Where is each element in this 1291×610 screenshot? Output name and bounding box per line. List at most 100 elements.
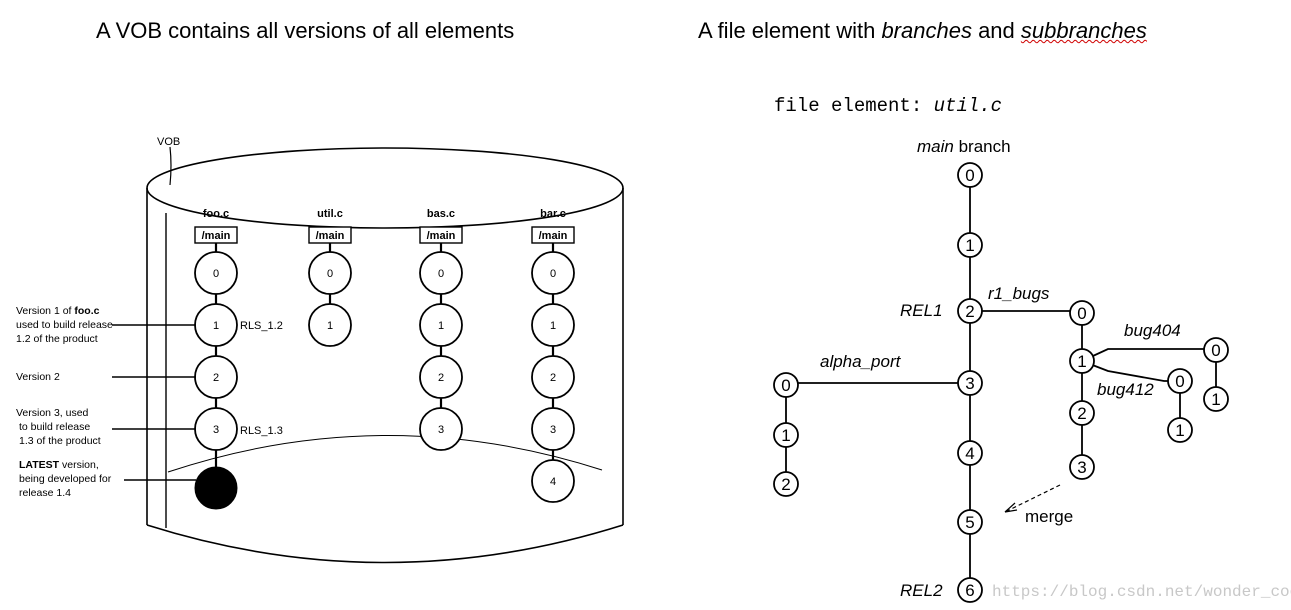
version-number: 2 (550, 372, 556, 384)
tree-node-number: 0 (781, 376, 790, 395)
tree-node-number: 3 (1077, 458, 1086, 477)
watermark-text: https://blog.csdn.net/wonder_coole (992, 583, 1291, 601)
vob-latest-arc (167, 435, 603, 473)
branch-label: /main (539, 230, 568, 242)
bug412-node-1: 1 (1167, 417, 1193, 443)
main-node-3: 3 (957, 370, 983, 396)
version-node (531, 407, 575, 451)
rls-13-label: RLS_1.3 (240, 425, 283, 437)
version-number: 1 (327, 320, 333, 332)
version-number: 1 (213, 320, 219, 332)
version-number: 2 (438, 372, 444, 384)
right-heading-subbranches: subbranches (1020, 18, 1147, 43)
version-number: 3 (213, 424, 219, 436)
version-number: 3 (438, 424, 444, 436)
alpha-port-label: alpha_port (820, 352, 902, 371)
note-v1-line2: used to build release (16, 319, 113, 331)
tree-node-number: 2 (965, 302, 974, 321)
element-column-util-c: util.c/main 0 1 (308, 208, 352, 347)
main-node-1: 1 (957, 232, 983, 258)
note-latest-line3: release 1.4 (19, 487, 71, 499)
r1-bugs-node-2: 2 (1069, 400, 1095, 426)
right-heading-part1: A file element with (698, 18, 882, 43)
rls-12-label: RLS_1.2 (240, 320, 283, 332)
note-latest-line2: being developed for (19, 473, 112, 485)
main-node-0: 0 (957, 162, 983, 188)
main-node-2: 2 (957, 298, 983, 324)
tree-node-number: 1 (1211, 390, 1220, 409)
note-v3-line2: to build release (19, 421, 90, 433)
note-v2: Version 2 (16, 371, 60, 383)
element-name: bar.c (540, 208, 566, 220)
version-node (194, 251, 238, 295)
rel2-label: REL2 (900, 581, 943, 600)
version-node (419, 355, 463, 399)
version-node (531, 459, 575, 503)
vob-pointer-line (169, 146, 172, 186)
note-v3-line1: Version 3, used (16, 407, 89, 419)
right-heading-branches: branches (881, 18, 972, 43)
bug412-label: bug412 (1097, 380, 1154, 399)
tree-node-number: 4 (965, 444, 974, 463)
element-column-bas-c: bas.c/main 0 1 2 3 (419, 208, 463, 451)
version-number: 3 (550, 424, 556, 436)
vob-label: VOB (157, 136, 180, 148)
note-pointers (112, 324, 196, 481)
tree-node-number: 1 (781, 426, 790, 445)
bug404-node-0: 0 (1203, 337, 1229, 363)
element-name: foo.c (203, 208, 229, 220)
merge-arrow (1004, 484, 1061, 513)
r1-bugs-node-0: 0 (1069, 300, 1095, 326)
tree-node-number: 1 (1175, 421, 1184, 440)
branch-label: /main (316, 230, 345, 242)
branch-label: /main (427, 230, 456, 242)
version-node (531, 355, 575, 399)
bug412-connector (1081, 360, 1180, 382)
main-node-6: 6 (957, 577, 983, 603)
bug404-label: bug404 (1124, 321, 1181, 340)
merge-arrow-line (1004, 484, 1061, 513)
version-node (419, 251, 463, 295)
version-number: 0 (438, 268, 444, 280)
tree-node-number: 1 (1077, 352, 1086, 371)
rel1-label: REL1 (900, 301, 943, 320)
merge-arrow-head-a (1004, 502, 1016, 513)
main-node-4: 4 (957, 440, 983, 466)
alpha-port-node-1: 1 (773, 422, 799, 448)
version-number: 0 (327, 268, 333, 280)
version-number: 1 (438, 320, 444, 332)
tree-node-number: 2 (1077, 404, 1086, 423)
tree-node-number: 3 (965, 374, 974, 393)
vob-element-columns: foo.c/main 0 1 2 3 util.c/main 0 1 bas.c/main 0 1 2… (194, 208, 575, 510)
vob-diagram (146, 146, 624, 564)
element-name: util.c (317, 208, 343, 220)
version-node (308, 251, 352, 295)
tree-title: file element: util.c (774, 95, 1002, 117)
right-heading-and: and (971, 18, 1021, 43)
version-node (531, 251, 575, 295)
main-branch-label: main branch (917, 137, 1011, 156)
bug404-connector (1081, 348, 1216, 362)
main-node-5: 5 (957, 509, 983, 535)
version-node (531, 303, 575, 347)
tree-node-number: 0 (965, 166, 974, 185)
vob-cylinder-bottom (146, 524, 624, 564)
r1-bugs-node-3: 3 (1069, 454, 1095, 480)
version-number: 0 (213, 268, 219, 280)
note-v3-line3: 1.3 of the product (19, 435, 101, 447)
version-node (419, 303, 463, 347)
note-v1-line3: 1.2 of the product (16, 333, 98, 345)
element-name: bas.c (427, 208, 455, 220)
r1-bugs-node-1: 1 (1069, 348, 1095, 374)
tree-node-number: 1 (965, 236, 974, 255)
merge-arrow-head-b (1004, 509, 1018, 513)
version-number: 4 (550, 476, 556, 488)
side-notes: Version 1 of foo.c used to build release… (16, 305, 113, 499)
alpha-port-node-0: 0 (773, 372, 799, 398)
tree-node-number: 2 (781, 475, 790, 494)
merge-label: merge (1025, 507, 1073, 526)
bug404-node-1: 1 (1203, 386, 1229, 412)
